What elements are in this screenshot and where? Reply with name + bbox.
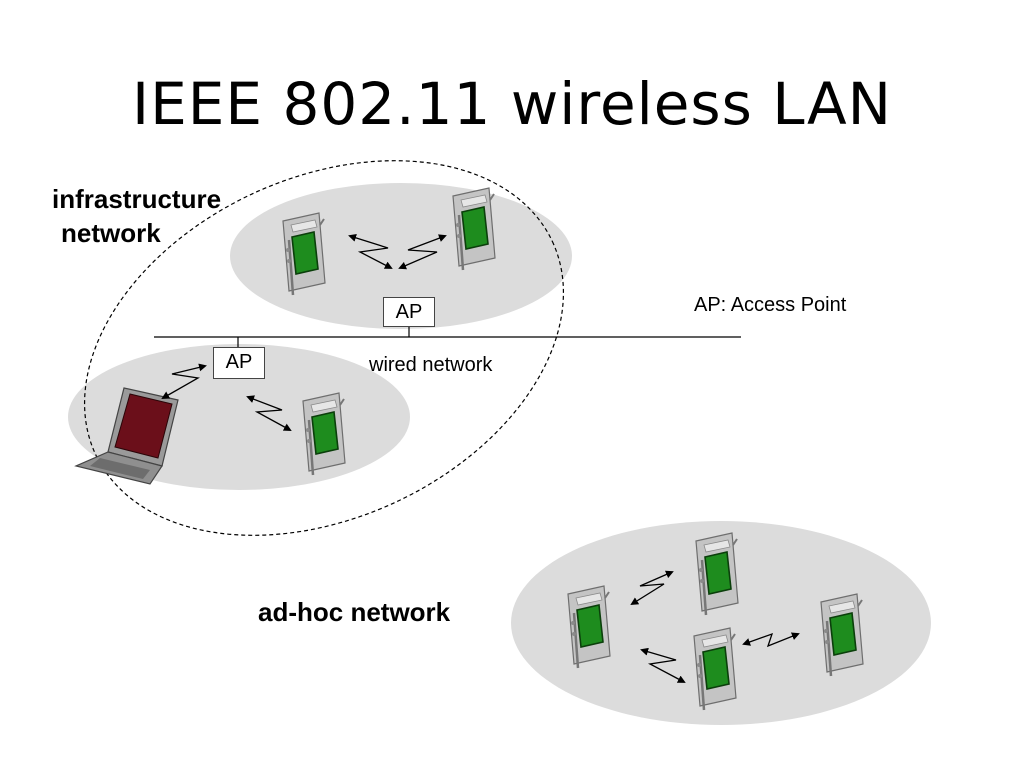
wireless-link-icon: [742, 632, 800, 648]
infrastructure-label-line2: network: [61, 218, 161, 248]
infrastructure-label: infrastructure network: [52, 182, 221, 250]
adhoc-label: ad-hoc network: [258, 597, 451, 627]
wireless-link-icon: [161, 363, 207, 399]
wireless-link-icon: [348, 233, 393, 269]
ap-legend: AP: Access Point: [694, 294, 847, 316]
access-point-top: AP: [383, 297, 435, 327]
slide-title: IEEE 802.11 wireless LAN: [131, 70, 893, 138]
wireless-link-icon: [640, 647, 686, 683]
wireless-link-icon: [398, 234, 447, 270]
wired-network-label: wired network: [369, 354, 493, 376]
wireless-link-icon: [630, 570, 674, 606]
pda-icon: [566, 584, 612, 670]
pda-icon: [301, 391, 347, 477]
laptop-icon: [74, 387, 179, 485]
pda-icon: [451, 186, 497, 272]
adhoc-cell: [511, 521, 931, 725]
access-point-left: AP: [213, 347, 265, 379]
wireless-link-icon: [246, 395, 292, 431]
pda-icon: [692, 626, 738, 712]
pda-icon: [281, 211, 327, 297]
infrastructure-label-line1: infrastructure: [52, 184, 222, 214]
pda-icon: [819, 592, 865, 678]
pda-icon: [694, 531, 740, 617]
infrastructure-boundary: [83, 160, 565, 536]
